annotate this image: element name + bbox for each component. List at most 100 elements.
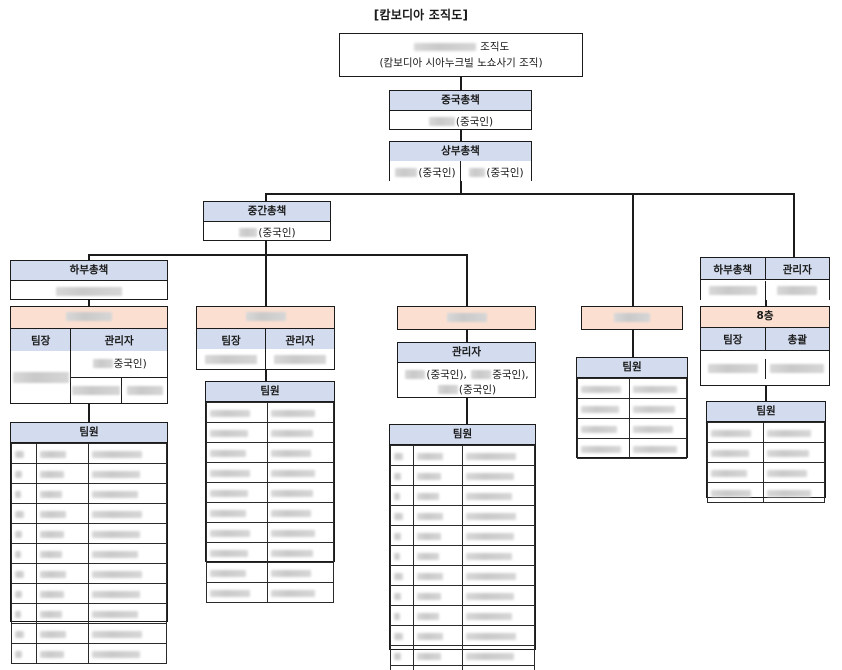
cell-name: [576, 397, 631, 419]
redacted-team-name: [245, 311, 286, 321]
redacted-value: [270, 569, 311, 577]
root-line-2: (캄보디아 시아누크빌 노쇼사기 조직): [379, 56, 543, 69]
redacted-value: [394, 492, 400, 500]
redacted-value: [394, 472, 401, 480]
redacted-name: [72, 385, 121, 395]
redacted-name: [707, 364, 758, 373]
group-5-members-table: [706, 421, 825, 503]
group-3-members-box: 팀원: [389, 424, 536, 670]
redacted-value: [92, 510, 143, 518]
root-line-1-suffix: 조직도: [480, 41, 510, 53]
cell-index: [11, 482, 37, 504]
redacted-name: [126, 385, 163, 395]
redacted-value: [39, 650, 64, 658]
redacted-value: [417, 492, 440, 500]
cell-index: [11, 542, 37, 564]
cell-detail: [461, 624, 536, 646]
cell-detail: [266, 421, 335, 443]
group-4-members-box: 팀원: [576, 357, 688, 459]
redacted-value: [465, 452, 516, 460]
redacted-value: [15, 450, 24, 458]
redacted-value: [270, 409, 315, 417]
redacted-value: [394, 612, 400, 620]
redacted-name: [770, 364, 825, 373]
redacted-value: [15, 510, 24, 518]
table-row: [389, 524, 536, 546]
connector-china-to-upper-chief: [460, 130, 462, 141]
group-5-floor-header: 8층: [701, 307, 829, 328]
cell-detail: [88, 602, 167, 624]
cell-name: [35, 642, 90, 664]
cell-detail: [461, 504, 536, 526]
cell-name: [35, 622, 90, 644]
cell-name: [206, 581, 268, 603]
cell-name: [35, 602, 90, 624]
cell-detail: [266, 461, 335, 483]
redacted-value: [270, 449, 311, 457]
redacted-value: [210, 529, 250, 537]
redacted-team-name: [66, 311, 112, 321]
cell-detail: [763, 421, 825, 443]
cell-index: [389, 504, 415, 526]
redacted-name: [12, 371, 69, 383]
table-row: [11, 622, 167, 644]
redacted-value: [210, 549, 248, 557]
table-row: [11, 642, 167, 664]
cell-index: [11, 582, 37, 604]
cell-index: [11, 462, 37, 484]
redacted-value: [767, 489, 812, 497]
group-1-lower-chief-box: 하부총책: [10, 260, 168, 300]
redacted-value: [394, 532, 401, 540]
redacted-team-name: [446, 312, 487, 322]
redacted-value: [711, 449, 749, 457]
table-row: [206, 581, 335, 603]
cell-index: [11, 502, 37, 524]
cell-name: [35, 482, 90, 504]
root-org-box: 조직도 (캄보디아 시아누크빌 노쇼사기 조직): [339, 33, 583, 77]
cell-detail: [88, 622, 167, 644]
cell-name: [206, 421, 268, 443]
cell-name: [706, 481, 765, 503]
group-5-manager-name: [764, 280, 829, 301]
upper-chief-header: 상부총책: [390, 142, 531, 162]
redacted-value: [270, 489, 313, 497]
table-row: [389, 564, 536, 586]
cell-detail: [629, 437, 687, 459]
redacted-value: [394, 632, 403, 640]
cell-name: [706, 441, 765, 463]
redacted-value: [581, 445, 621, 453]
table-row: [206, 461, 335, 483]
redacted-value: [581, 385, 621, 393]
redacted-value: [15, 550, 21, 558]
group-1-members-table: [11, 442, 167, 664]
cell-index: [11, 442, 37, 464]
redacted-value: [92, 610, 139, 618]
redacted-value: [465, 532, 514, 540]
cell-detail: [629, 377, 687, 399]
group-2-team-box: 팀장 관리자: [196, 306, 335, 370]
cell-index: [389, 644, 415, 666]
cell-detail: [266, 541, 335, 563]
cell-name: [576, 437, 631, 459]
group-2-col-team-leader: 팀장: [197, 329, 265, 349]
redacted-value: [417, 572, 444, 580]
redacted-value: [465, 572, 516, 580]
redacted-value: [417, 652, 442, 660]
connector-mid-chief-stem: [265, 241, 267, 254]
redacted-value: [417, 632, 444, 640]
group-2-team-header: [197, 307, 334, 329]
cell-name: [413, 564, 463, 586]
group-1-team-box: 팀장 관리자 중국인): [10, 306, 168, 404]
cell-name: [206, 461, 268, 483]
connector-bus-drop-group-3: [466, 254, 468, 306]
mid-chief-nationality: (중국인): [258, 226, 296, 239]
redacted-name: [777, 286, 818, 295]
redacted-name: [405, 370, 426, 379]
cell-detail: [88, 442, 167, 464]
group-2-col-manager: 관리자: [265, 329, 334, 349]
cell-index: [389, 464, 415, 486]
china-chief-header: 중국총책: [390, 91, 531, 111]
table-row: [706, 421, 825, 443]
cell-name: [413, 444, 463, 466]
